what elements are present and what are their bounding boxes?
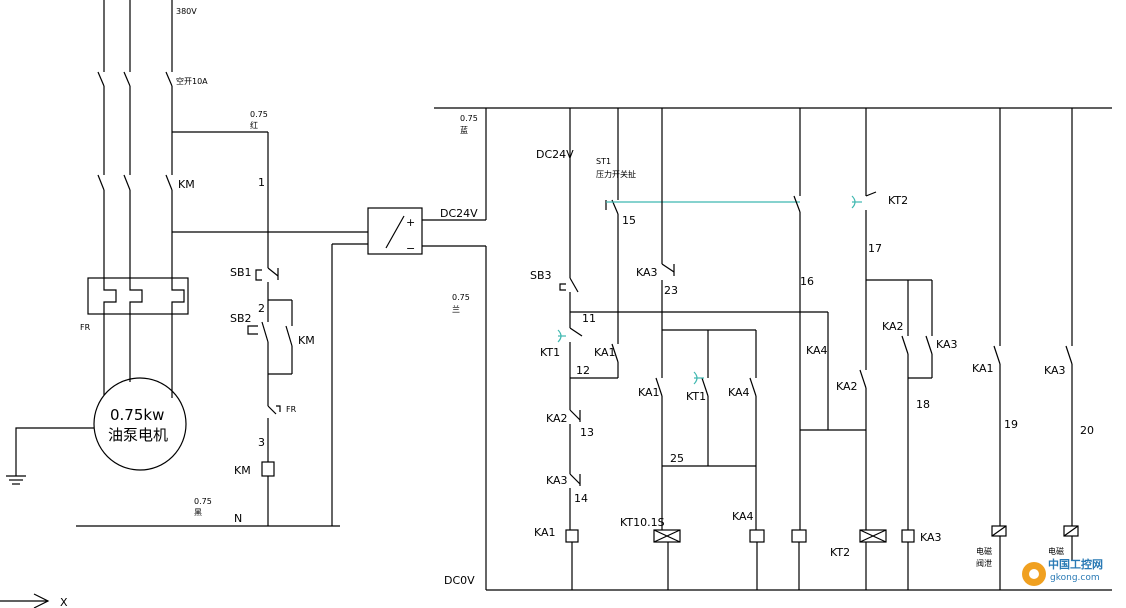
motor-rating: 0.75kw <box>110 406 164 424</box>
ac-power-lines <box>6 0 368 527</box>
node-11: 11 <box>582 312 596 325</box>
label-wire-blue-size: 0.75 <box>452 293 470 302</box>
label-wire-red: 红 <box>250 120 258 130</box>
label-ka3-coil: KA3 <box>920 531 942 544</box>
label-kt1-coil: KT10.1S <box>620 516 665 529</box>
label-km-aux: KM <box>298 334 315 347</box>
label-wire-blue-top: 蓝 <box>460 125 468 135</box>
node-3: 3 <box>258 436 265 449</box>
ucs-arrow-icon <box>0 593 50 608</box>
watermark-title: 中国工控网 <box>1048 557 1103 571</box>
label-ka1-coil: KA1 <box>534 526 556 539</box>
label-sb3: SB3 <box>530 269 552 282</box>
label-kt2-coil: KT2 <box>830 546 850 559</box>
label-wire-blue: 兰 <box>452 304 460 314</box>
psu-minus: − <box>406 242 415 255</box>
node-14: 14 <box>574 492 588 505</box>
label-sb2: SB2 <box>230 312 252 325</box>
label-fr: FR <box>80 323 91 332</box>
label-km-coil: KM <box>234 464 251 477</box>
power-supply-box <box>367 108 487 590</box>
label-sb1: SB1 <box>230 266 252 279</box>
node-23: 23 <box>664 284 678 297</box>
node-18: 18 <box>916 398 930 411</box>
label-ka4-mid: KA4 <box>728 386 750 399</box>
label-valve1-b: 阀泄 <box>976 558 992 568</box>
node-15: 15 <box>622 214 636 227</box>
label-wire-black: 黑 <box>194 508 202 517</box>
label-breaker: 空开10A <box>176 76 208 86</box>
node-25: 25 <box>670 452 684 465</box>
label-kt1-left: KT1 <box>540 346 560 359</box>
label-ka1-r: KA1 <box>972 362 994 375</box>
label-valve1-a: 电磁 <box>976 546 992 556</box>
label-ka3-23: KA3 <box>636 266 658 279</box>
label-kt1-mid: KT1 <box>686 390 706 403</box>
label-ka2-r2: KA2 <box>836 380 858 393</box>
gear-icon <box>1022 562 1046 586</box>
psu-plus: + <box>406 216 415 229</box>
label-km-main: KM <box>178 178 195 191</box>
labels: 380V 空开10A KM FR 0.75kw 油泵电机 0.75 红 1 SB… <box>60 7 1103 608</box>
node-20: 20 <box>1080 424 1094 437</box>
label-ucs-x: X <box>60 596 68 608</box>
label-wire-blue-top-size: 0.75 <box>460 114 478 123</box>
label-wire-black-size: 0.75 <box>194 497 212 506</box>
node-12: 12 <box>576 364 590 377</box>
label-dc24v-left: DC24V <box>536 148 574 161</box>
label-wire-red-size: 0.75 <box>250 110 268 119</box>
node-16: 16 <box>800 275 814 288</box>
label-ka1-left: KA1 <box>594 346 616 359</box>
node-19: 19 <box>1004 418 1018 431</box>
node-17: 17 <box>868 242 882 255</box>
dc-control-lines <box>434 107 1112 591</box>
label-supply: 380V <box>176 7 197 16</box>
label-dc24v-out: DC24V <box>440 207 478 220</box>
watermark-url: gkong.com <box>1050 573 1100 583</box>
label-ka2-r1: KA2 <box>882 320 904 333</box>
label-dc0v: DC0V <box>444 574 475 587</box>
label-valve2: 电磁 <box>1048 546 1064 556</box>
label-ka4-coil: KA4 <box>732 510 754 523</box>
label-ka1-mid: KA1 <box>638 386 660 399</box>
node-13: 13 <box>580 426 594 439</box>
label-neutral: N <box>234 512 242 525</box>
label-fr-contact: FR <box>286 405 297 414</box>
label-ka3-r: KA3 <box>1044 364 1066 377</box>
label-ka2-left: KA2 <box>546 412 568 425</box>
label-pressure-switch: 压力开关扯 <box>596 169 636 179</box>
label-kt2-top: KT2 <box>888 194 908 207</box>
label-ka3-r1: KA3 <box>936 338 958 351</box>
node-2: 2 <box>258 302 265 315</box>
label-ka4-right: KA4 <box>806 344 828 357</box>
label-st1: ST1 <box>596 157 611 166</box>
motor-name: 油泵电机 <box>108 426 168 444</box>
label-ka3-left: KA3 <box>546 474 568 487</box>
node-1: 1 <box>258 176 265 189</box>
